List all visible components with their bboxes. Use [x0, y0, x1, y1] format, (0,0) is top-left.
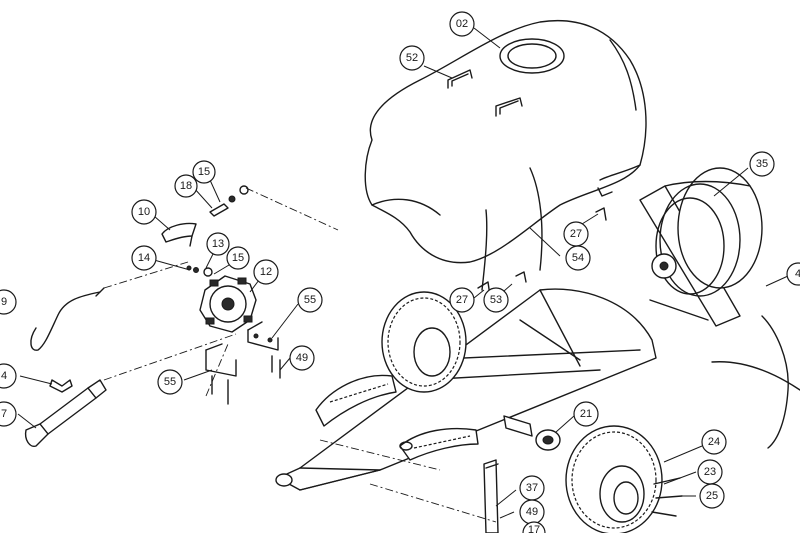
- callout-55-lower: 55: [157, 369, 183, 395]
- svg-text:13: 13: [212, 238, 224, 250]
- bolt-tank-mid: [515, 271, 527, 283]
- bracket-upper: [247, 321, 281, 379]
- callout-18: 18: [174, 174, 198, 198]
- svg-text:12: 12: [260, 266, 272, 278]
- svg-text:27: 27: [456, 294, 468, 306]
- callout-52: 52: [399, 45, 425, 71]
- drive-shaft: [24, 379, 107, 447]
- callout-35: 35: [749, 151, 775, 177]
- callout-24: 24: [701, 429, 727, 455]
- assembly-lines: [103, 187, 497, 523]
- callout-37: 37: [519, 475, 545, 501]
- callout-13: 13: [206, 232, 230, 256]
- pump: [199, 275, 257, 333]
- svg-text:52: 52: [406, 52, 418, 64]
- svg-text:27: 27: [570, 228, 582, 240]
- svg-text:10: 10: [138, 206, 150, 218]
- callout-7: 7: [0, 401, 17, 427]
- svg-text:9: 9: [1, 296, 7, 308]
- svg-text:53: 53: [490, 294, 502, 306]
- callout-49-bottom: 49: [519, 499, 545, 525]
- callout-54: 54: [565, 245, 591, 271]
- svg-text:14: 14: [138, 252, 150, 264]
- callout-53: 53: [483, 287, 509, 313]
- callout-49-left: 49: [289, 345, 315, 371]
- svg-text:02: 02: [456, 18, 468, 30]
- svg-text:24: 24: [708, 436, 720, 448]
- svg-text:15: 15: [232, 252, 244, 264]
- callout-15-upper: 15: [192, 160, 216, 184]
- callout-02: 02: [449, 11, 475, 37]
- tank: [364, 19, 647, 291]
- svg-text:23: 23: [704, 466, 716, 478]
- callout-9: 9: [0, 289, 17, 315]
- tire-front: [565, 425, 663, 533]
- callout-17: 17: [522, 521, 546, 533]
- callout-4-left: 4: [0, 363, 17, 389]
- callout-55-upper: 55: [297, 287, 323, 313]
- svg-text:54: 54: [572, 252, 584, 264]
- callout-27-right: 27: [563, 221, 589, 247]
- svg-text:4: 4: [1, 370, 7, 382]
- svg-text:4: 4: [795, 268, 800, 280]
- callout-15-lower: 15: [226, 246, 250, 270]
- svg-text:7: 7: [1, 408, 7, 420]
- tire-rear: [381, 291, 467, 393]
- svg-text:49: 49: [526, 506, 538, 518]
- callout-21: 21: [573, 401, 599, 427]
- svg-text:15: 15: [198, 166, 210, 178]
- callout-25: 25: [699, 483, 725, 509]
- callout-4-right: 4: [786, 262, 800, 286]
- jack-stand: [483, 459, 499, 533]
- callout-12: 12: [253, 259, 279, 285]
- callout-23: 23: [697, 459, 723, 485]
- hose-left: [30, 291, 101, 351]
- trailer-frame: [275, 288, 657, 491]
- svg-text:37: 37: [526, 482, 538, 494]
- svg-text:55: 55: [304, 294, 316, 306]
- bolt-tank-right: [595, 207, 607, 221]
- hose-right: [761, 315, 789, 449]
- svg-text:18: 18: [180, 180, 192, 192]
- svg-text:49: 49: [296, 352, 308, 364]
- callout-10: 10: [131, 199, 157, 225]
- callout-27-left: 27: [449, 287, 475, 313]
- callout-14: 14: [131, 245, 157, 271]
- clip-left: [49, 379, 73, 393]
- svg-text:17: 17: [528, 524, 540, 533]
- hose-reel: [639, 167, 763, 327]
- svg-text:55: 55: [164, 376, 176, 388]
- hub: [503, 415, 561, 451]
- svg-text:35: 35: [756, 158, 768, 170]
- svg-text:21: 21: [580, 408, 592, 420]
- wheel-bolts: [651, 477, 683, 517]
- bracket-lower: [205, 343, 237, 405]
- svg-text:25: 25: [706, 490, 718, 502]
